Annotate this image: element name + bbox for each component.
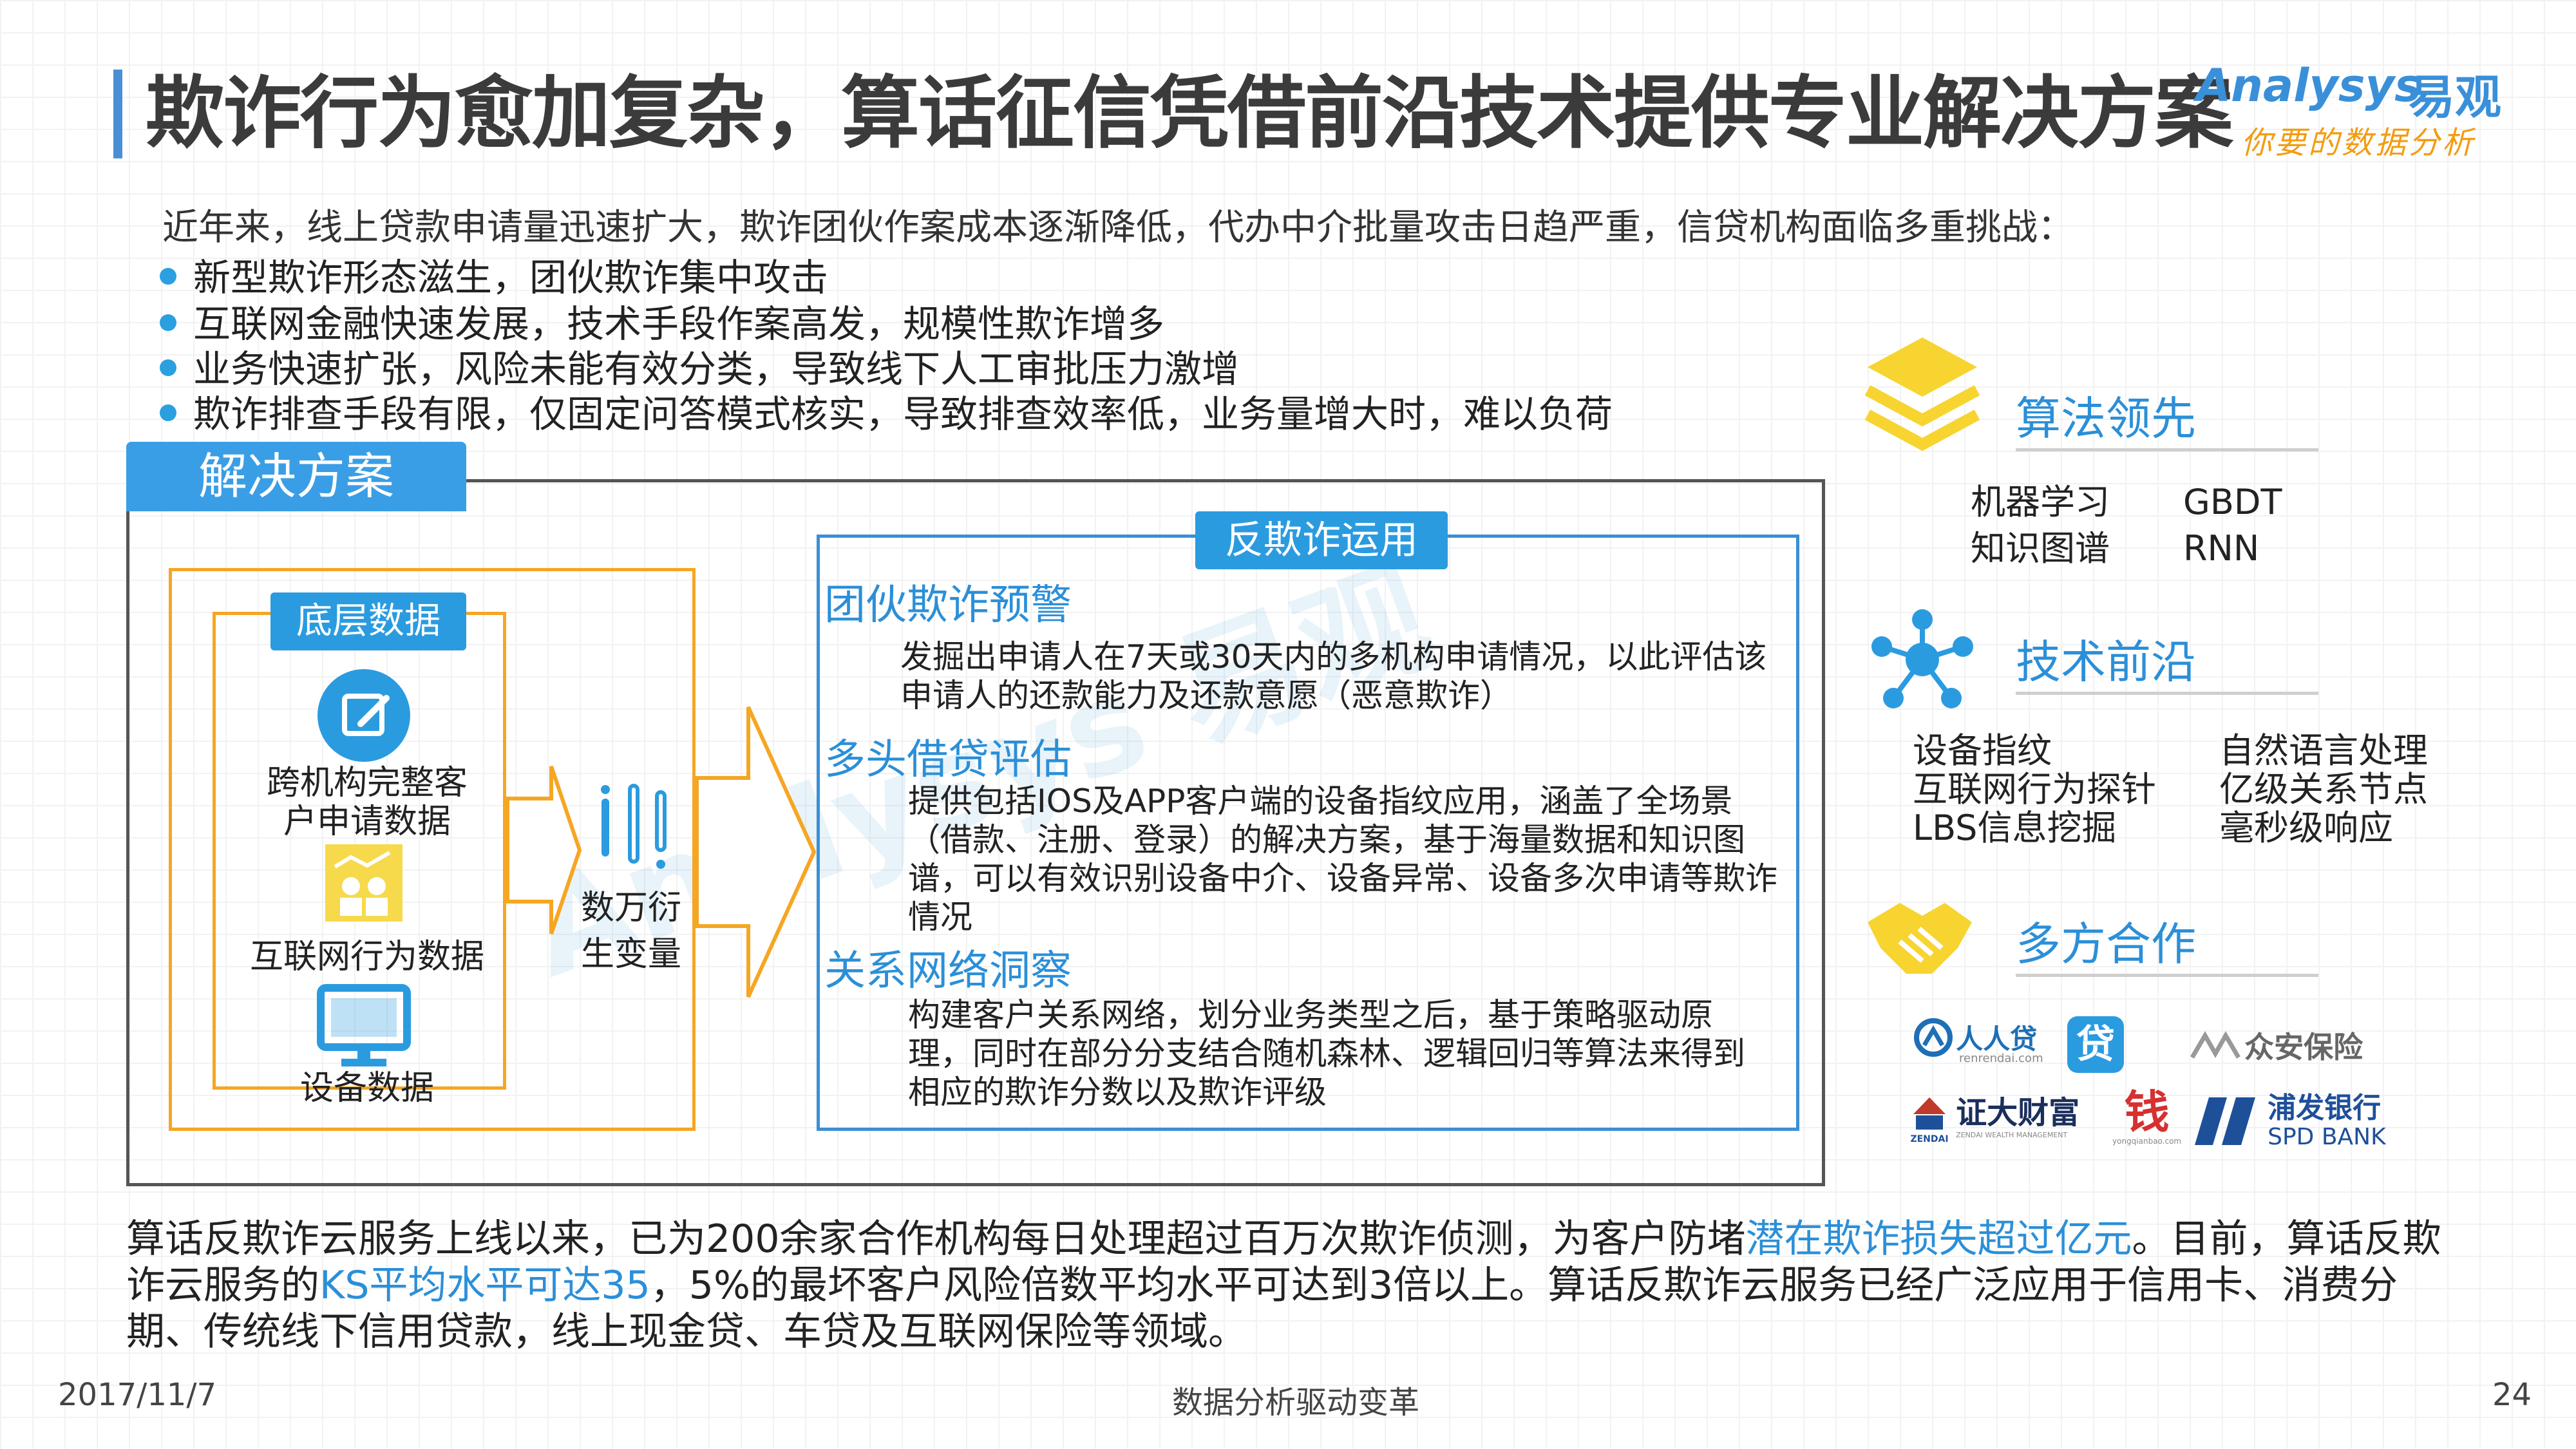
logo-cn: 易观 — [2409, 70, 2502, 124]
footer-slogan: 数据分析驱动变革 — [1172, 1385, 1420, 1421]
bullet-dot-icon — [160, 404, 176, 421]
zhengda-icon — [1913, 1097, 1946, 1130]
partner-logo-zhengda: ZENDAI 证大财富 ZENDAI WEALTH MANAGEMENT — [1910, 1095, 2080, 1144]
coop-divider — [2016, 974, 2318, 977]
algo-item: 机器学习 — [1971, 482, 2110, 522]
zhongan-icon — [2190, 1031, 2241, 1059]
footer-date: 2017/11/7 — [58, 1377, 217, 1413]
section-body-relation-network: 构建客户关系网络，划分业务类型之后，基于策略驱动原理，同时在部分分支结合随机森林… — [908, 996, 1745, 1111]
data-item-cross-institution: 跨机构完整客户申请数据 — [266, 764, 468, 841]
data-item-device: 设备数据 — [299, 1069, 434, 1108]
renrendai-icon — [1914, 1018, 1953, 1057]
challenge-bullet: 业务快速扩张，风险未能有效分类，导致线下人工审批压力激增 — [160, 339, 1239, 393]
tech-item: 毫秒级响应 — [2219, 808, 2393, 848]
logo-word: Analysys — [2196, 59, 2421, 112]
bullet-text: 互联网金融快速发展，技术手段作案高发，规模性欺诈增多 — [193, 302, 1165, 346]
arrow-right-icon — [506, 766, 582, 934]
edit-icon — [317, 669, 410, 762]
partner-logo-zhongan: 众安保险 — [2190, 1024, 2363, 1066]
anti-fraud-tag: 反欺诈运用 — [1195, 511, 1448, 569]
bullet-dot-icon — [160, 267, 176, 285]
page-number: 24 — [2492, 1377, 2532, 1413]
monitor-icon — [317, 984, 411, 1066]
highlight-loss: 潜在欺诈损失超过亿元 — [1745, 1217, 2132, 1262]
algo-divider — [2016, 448, 2318, 451]
partner-logo-renrendai: 人人贷 renrendai.com — [1914, 1018, 2043, 1065]
title-accent-bar — [113, 70, 122, 158]
section-title-relation-network: 关系网络洞察 — [824, 947, 1072, 995]
summary-paragraph: 算话反欺诈云服务上线以来，已为200余家合作机构每日处理超过百万次欺诈侦测，为客… — [126, 1217, 2441, 1354]
tech-item: LBS信息挖掘 — [1913, 808, 2117, 848]
partner-logo-qian: 钱 yongqianbao.com — [2112, 1086, 2182, 1146]
bullet-text: 欺诈排查手段有限，仅固定问答模式核实，导致排查效率低，业务量增大时，难以负荷 — [193, 392, 1613, 436]
algo-item: GBDT — [2183, 482, 2282, 522]
algo-item: 知识图谱 — [1971, 528, 2110, 569]
tech-title: 技术前沿 — [2016, 636, 2196, 688]
highlight-ks: KS平均水平可达35 — [319, 1263, 650, 1308]
algo-title: 算法领先 — [2016, 392, 2196, 445]
intro-lead: 近年来，线上贷款申请量迅速扩大，欺诈团伙作案成本逐渐降低，代办中介批量攻击日趋严… — [162, 207, 2074, 249]
tech-item: 自然语言处理 — [2219, 730, 2428, 771]
arrow-right-large-icon — [695, 706, 817, 998]
section-body-multi-lending: 提供包括IOS及APP客户端的设备指纹应用，涵盖了全场景（借款、注册、登录）的解… — [908, 782, 1777, 936]
spd-icon — [2195, 1097, 2255, 1145]
tech-divider — [2016, 692, 2318, 695]
challenge-bullet: 新型欺诈形态滋生，团伙欺诈集中攻击 — [160, 247, 828, 301]
people-chart-icon — [325, 844, 402, 922]
challenge-bullet: 互联网金融快速发展，技术手段作案高发，规模性欺诈增多 — [160, 294, 1164, 348]
page-title: 欺诈行为愈加复杂，算话征信凭借前沿技术提供专业解决方案 — [146, 68, 2233, 159]
bullet-dot-icon — [160, 359, 176, 376]
challenge-bullet: 欺诈排查手段有限，仅固定问答模式核实，导致排查效率低，业务量增大时，难以负荷 — [160, 384, 1613, 438]
tech-item: 设备指纹 — [1913, 730, 2052, 771]
data-outer-box — [169, 568, 696, 1131]
tech-item: 互联网行为探针 — [1913, 769, 2156, 810]
tech-item: 亿级关系节点 — [2219, 769, 2428, 810]
solution-frame — [126, 479, 1825, 1186]
partner-logo-dai: 贷 — [2067, 1016, 2124, 1073]
section-title-gang-fraud: 团伙欺诈预警 — [824, 582, 1072, 629]
section-body-gang-fraud: 发掘出申请人在7天或30天内的多机构申请情况，以此评估该申请人的还款能力及还款意… — [900, 638, 1767, 714]
handshake-icon — [1868, 903, 1972, 974]
logo-tagline: 你要的数据分析 — [2241, 125, 2476, 161]
variables-label: 数万衍生变量 — [580, 889, 681, 974]
coop-title: 多方合作 — [2016, 918, 2196, 971]
algo-item: RNN — [2183, 528, 2260, 569]
section-title-multi-lending: 多头借贷评估 — [824, 736, 1072, 784]
bullet-text: 业务快速扩张，风险未能有效分类，导致线下人工审批压力激增 — [193, 347, 1240, 391]
network-icon — [1871, 609, 1973, 708]
layers-icon — [1864, 337, 1980, 451]
partner-logo-spd: 浦发银行 SPD BANK — [2190, 1092, 2386, 1150]
bullet-dot-icon — [160, 314, 176, 331]
data-tag: 底层数据 — [270, 592, 466, 650]
variables-icon — [601, 784, 667, 869]
analysys-logo: Analysys 易观 你要的数据分析 — [2196, 59, 2531, 169]
solution-tab: 解决方案 — [126, 442, 466, 511]
bullet-text: 新型欺诈形态滋生，团伙欺诈集中攻击 — [193, 256, 829, 299]
data-item-internet-behavior: 互联网行为数据 — [249, 938, 484, 976]
